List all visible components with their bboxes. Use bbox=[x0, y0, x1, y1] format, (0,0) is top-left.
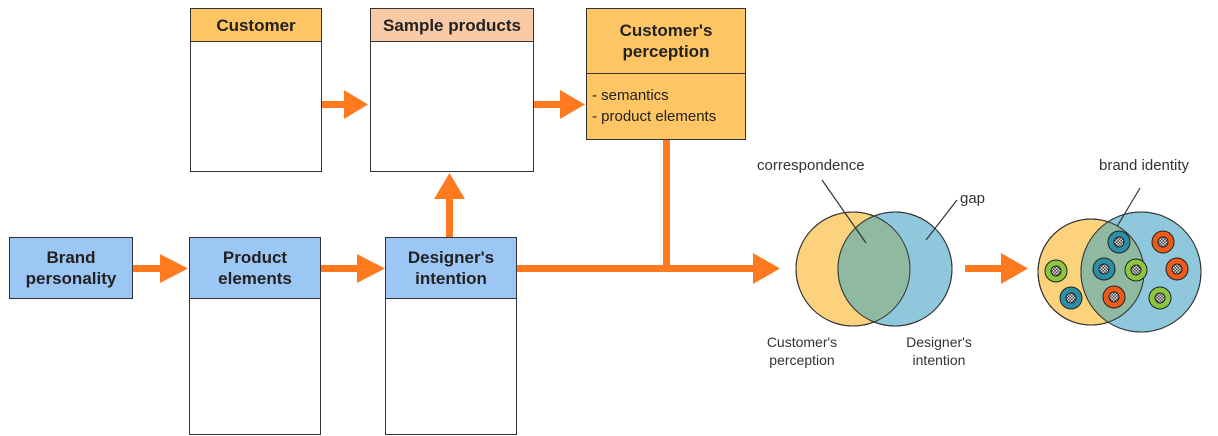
venn-overlap bbox=[837, 216, 911, 322]
perception-item-product-elements: - product elements bbox=[592, 108, 717, 125]
flow-arrows bbox=[132, 90, 1028, 284]
arrow-brand-to-elements bbox=[132, 254, 188, 283]
customer-header: Customer bbox=[190, 8, 322, 42]
designers-intention-header: Designer's intention bbox=[385, 237, 517, 299]
product-elements-header: Product elements bbox=[189, 237, 321, 299]
brand-personality-title-line2: personality bbox=[25, 269, 117, 288]
correspondence-label: correspondence bbox=[757, 157, 865, 174]
venn-right-label-line2: intention bbox=[912, 352, 966, 368]
brand-personality-title-line1: Brand bbox=[46, 248, 96, 267]
dot-teal bbox=[1107, 230, 1131, 254]
designers-intention-title-line1: Designer's bbox=[407, 248, 495, 267]
line-perception-down bbox=[663, 139, 670, 272]
venn-right-label-line1: Designer's bbox=[906, 334, 972, 350]
venn-left-label-line2: perception bbox=[769, 352, 835, 368]
customers-perception-header: Customer's perception bbox=[586, 8, 746, 74]
arrow-customer-to-samples bbox=[322, 90, 368, 119]
brand-personality-box: Brand personality bbox=[9, 237, 133, 299]
arrow-venn-to-brand bbox=[965, 253, 1028, 284]
dot-green bbox=[1124, 258, 1148, 282]
dot-orange bbox=[1165, 257, 1189, 281]
correspondence-pointer bbox=[821, 179, 867, 244]
perception-item-semantics: - semantics bbox=[592, 87, 669, 104]
dot-green bbox=[1148, 286, 1172, 310]
gap-pointer bbox=[925, 199, 958, 241]
arrow-designer-to-samples bbox=[434, 173, 465, 237]
venn-left-label: Customer's perception bbox=[760, 333, 844, 369]
arrow-designer-to-venn bbox=[517, 253, 780, 284]
venn-diagram bbox=[795, 179, 958, 327]
gap-label: gap bbox=[960, 190, 986, 207]
dot-teal bbox=[1059, 286, 1083, 310]
dot-green bbox=[1044, 259, 1068, 283]
arrow-samples-to-perception bbox=[533, 90, 585, 119]
designers-intention-title-line2: intention bbox=[415, 269, 487, 288]
sample-products-header: Sample products bbox=[370, 8, 534, 42]
arrow-elements-to-designer bbox=[321, 254, 385, 283]
product-elements-title-line1: Product bbox=[222, 248, 288, 267]
sample-products-title: Sample products bbox=[383, 15, 521, 35]
customers-perception-title-line1: Customer's bbox=[619, 21, 713, 40]
venn-right-label: Designer's intention bbox=[899, 333, 979, 369]
dot-orange bbox=[1102, 285, 1126, 309]
brand-identity-dots bbox=[1044, 230, 1189, 310]
brand-identity-label: brand identity bbox=[1099, 157, 1190, 174]
dot-orange bbox=[1151, 230, 1175, 254]
customers-perception-title-line2: perception bbox=[622, 42, 710, 61]
venn-left-label-line1: Customer's bbox=[766, 334, 838, 350]
dot-teal bbox=[1092, 257, 1116, 281]
product-elements-title-line2: elements bbox=[218, 269, 292, 288]
customer-title: Customer bbox=[216, 15, 296, 35]
